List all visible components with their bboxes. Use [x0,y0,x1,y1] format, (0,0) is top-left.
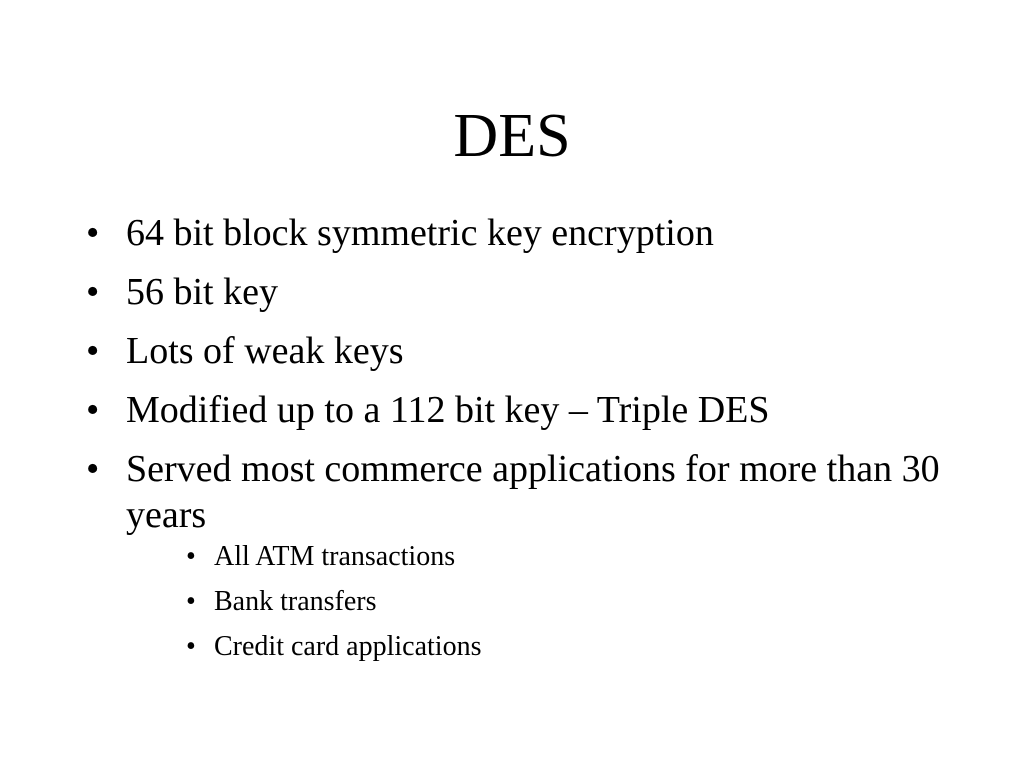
sub-bullet-item: • Bank transfers [186,585,946,619]
bullet-text: Lots of weak keys [126,330,404,372]
bullet-item: • Modified up to a 112 bit key – Triple … [86,387,946,433]
sub-bullet-list: • All ATM transactions • Bank transfers … [186,540,946,664]
sub-bullet-text: Credit card applications [214,631,482,662]
bullet-item: • 56 bit key [86,269,946,315]
sub-bullet-item: • Credit card applications [186,630,946,664]
bullet-text: Served most commerce applications for mo… [126,448,940,536]
bullet-text: Modified up to a 112 bit key – Triple DE… [126,389,770,431]
bullet-text: 56 bit key [126,271,278,313]
slide-title: DES [453,102,571,170]
bullet-item: • 64 bit block symmetric key encryption [86,210,946,256]
sub-bullet-marker: • [186,586,196,617]
sub-bullet-item: • All ATM transactions [186,540,946,574]
bullet-marker: • [86,448,100,490]
sub-bullet-text: All ATM transactions [214,541,456,572]
bullet-marker: • [86,330,100,372]
bullet-marker: • [86,212,100,254]
bullet-list: • 64 bit block symmetric key encryption … [86,210,946,677]
bullet-marker: • [86,389,100,431]
bullet-item: • Served most commerce applications for … [86,446,946,664]
bullet-marker: • [86,271,100,313]
sub-bullet-marker: • [186,541,196,572]
bullet-item: • Lots of weak keys [86,328,946,374]
sub-bullet-marker: • [186,631,196,662]
sub-bullet-text: Bank transfers [214,586,377,617]
bullet-text: 64 bit block symmetric key encryption [126,212,714,254]
